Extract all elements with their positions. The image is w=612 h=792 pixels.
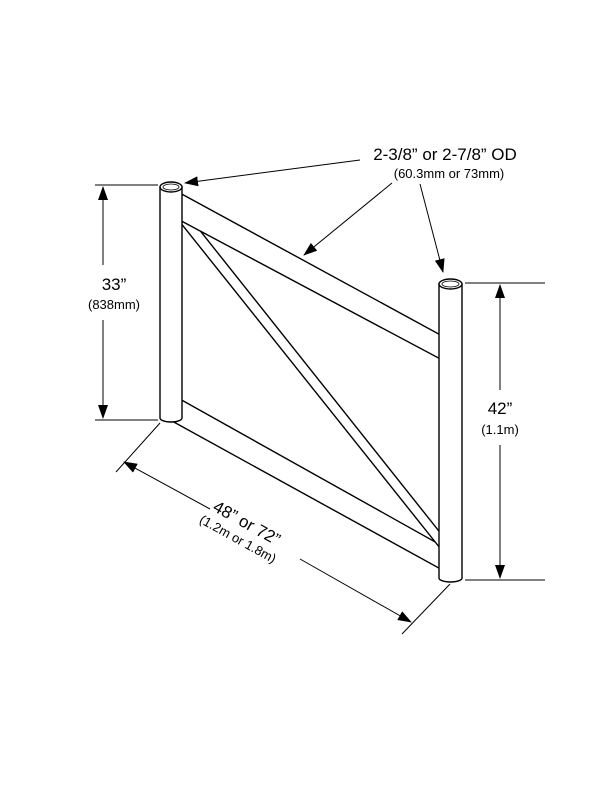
right-post [438, 278, 463, 583]
height-33-dimension [95, 184, 158, 421]
height-42-label: 42” [488, 399, 513, 418]
top-rail [168, 190, 447, 364]
height-42-dimension [465, 282, 545, 581]
od-label: 2-3/8” or 2-7/8” OD [373, 145, 517, 164]
bottom-rail [168, 396, 447, 574]
length-dimension [115, 422, 451, 635]
height-42-metric: (1.1m) [481, 422, 519, 437]
od-metric: (60.3mm or 73mm) [394, 166, 505, 181]
height-33-metric: (838mm) [88, 297, 140, 312]
height-33-label: 33” [102, 275, 127, 294]
left-post [159, 181, 183, 423]
od-callout-arrows [184, 159, 445, 273]
